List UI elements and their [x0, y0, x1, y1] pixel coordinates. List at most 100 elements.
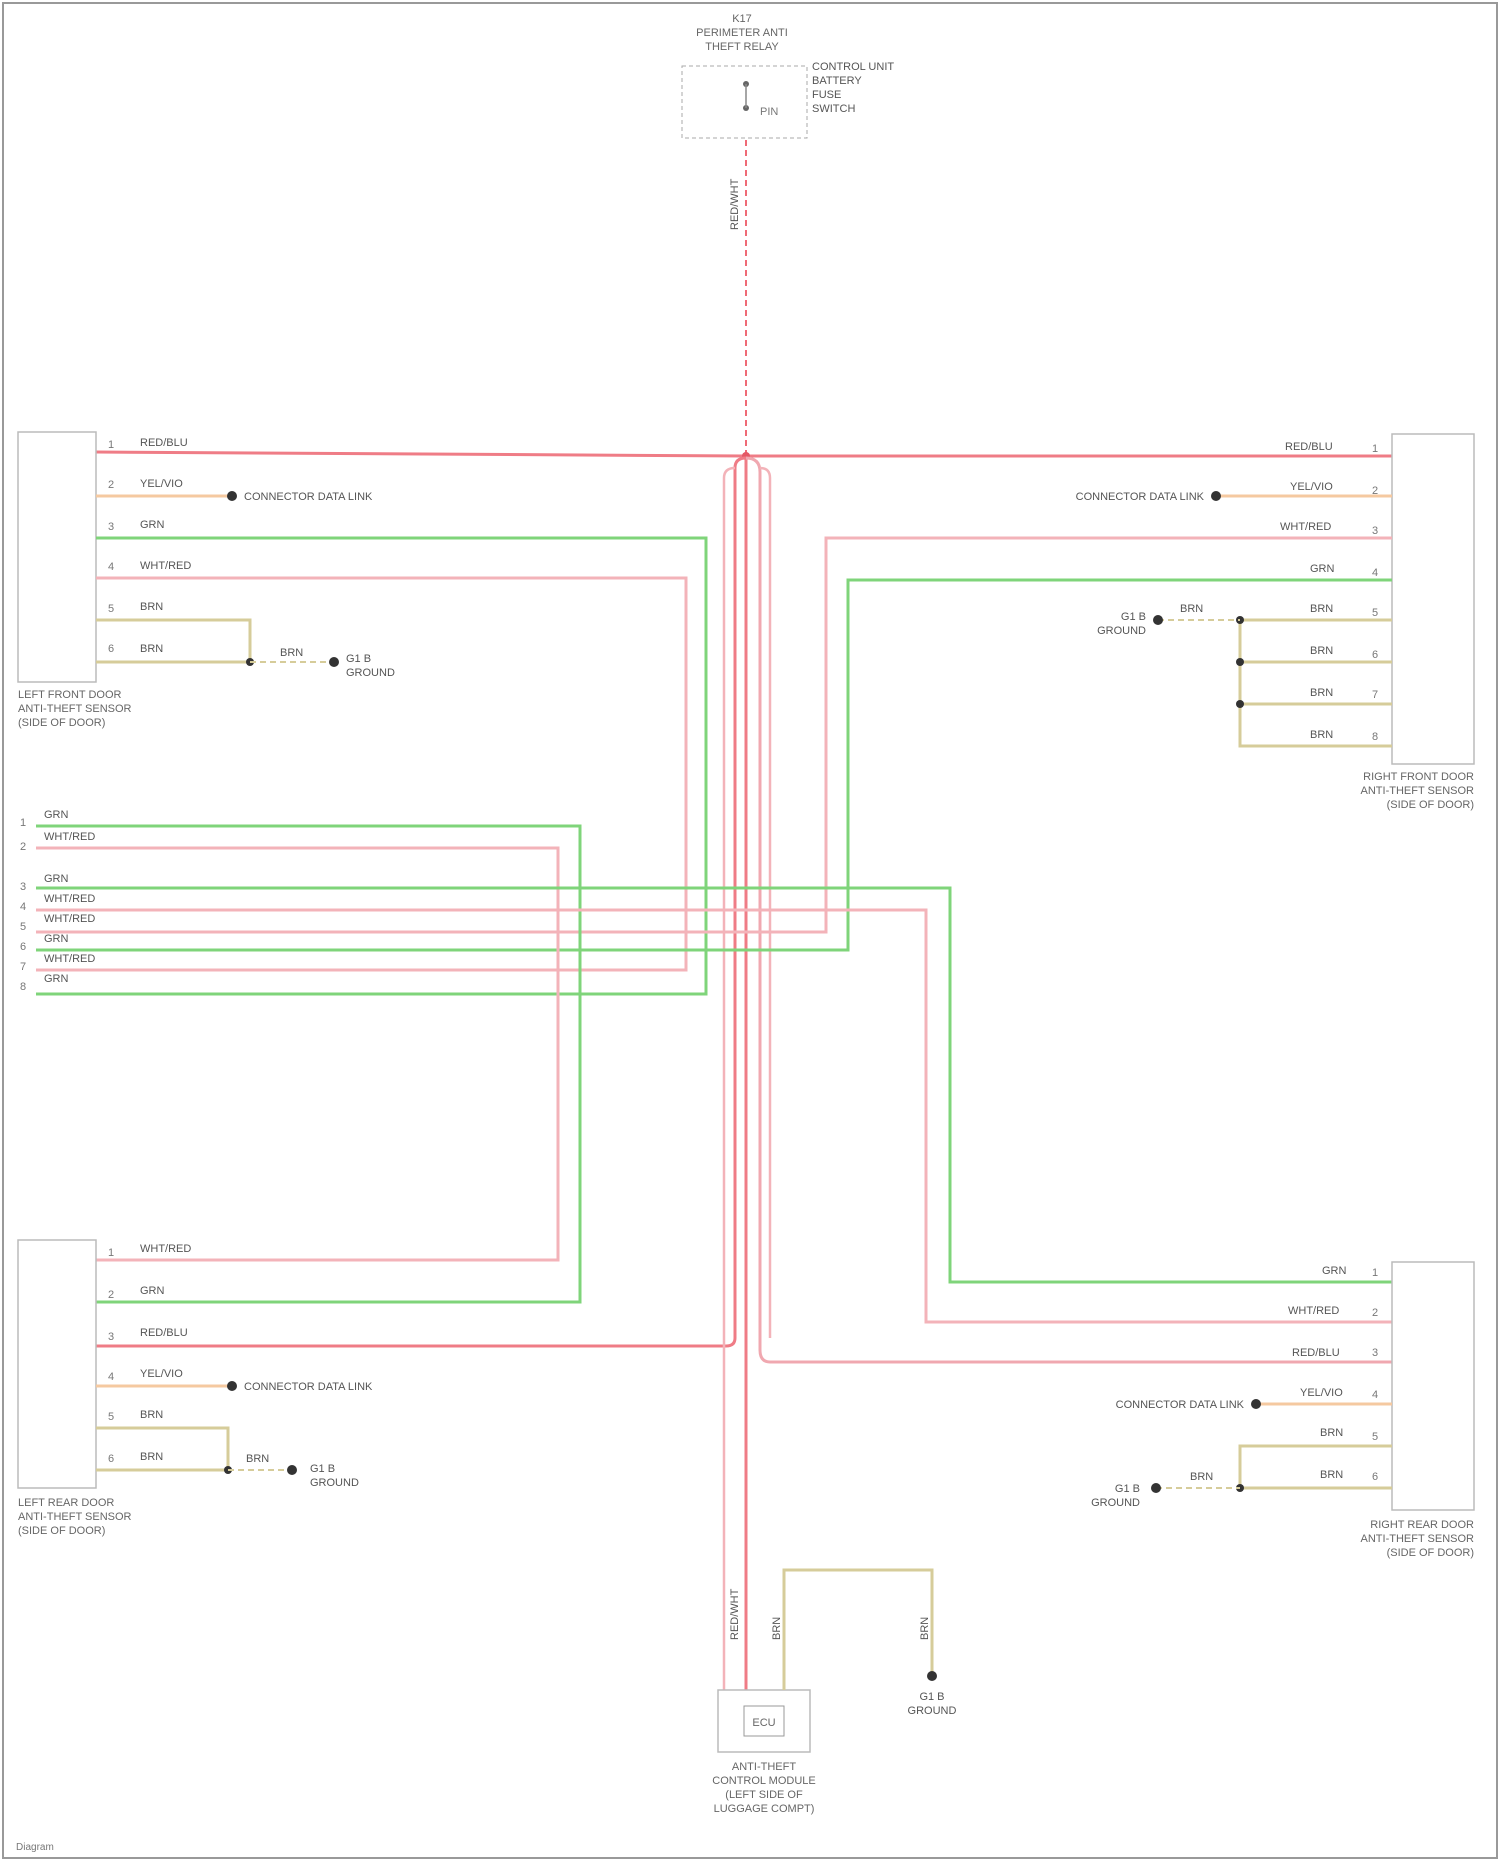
rf-pin-4: 4: [1372, 567, 1378, 579]
bottom-wire-red: RED/WHT: [729, 1588, 741, 1640]
lf-ground-1: G1 B: [346, 653, 371, 665]
rf-datalink-dot: [1211, 491, 1221, 501]
lr-wire-5-line: [96, 1428, 228, 1470]
lr-ground-1: G1 B: [310, 1463, 335, 1475]
lr-ground-dot: [287, 1465, 297, 1475]
rr-wire-1: GRN: [1322, 1265, 1347, 1277]
connector-pin-7: 7: [20, 961, 26, 973]
lr-pin-5: 5: [108, 1411, 114, 1423]
rf-splice-2: [1236, 658, 1244, 666]
rf-ground-2: GROUND: [1097, 625, 1146, 637]
lr-wire-1: WHT/RED: [140, 1243, 191, 1255]
bottom-caption-3: (LEFT SIDE OF: [725, 1789, 803, 1801]
rf-pin-8: 8: [1372, 731, 1378, 743]
rf-wire-3: WHT/RED: [1280, 521, 1331, 533]
rr-wire-2: WHT/RED: [1288, 1305, 1339, 1317]
module-right-front: 1 2 3 4 5 6 7 8 RED/BLU YEL/VIO CONNECTO…: [36, 434, 1474, 950]
rr-caption-3: (SIDE OF DOOR): [1387, 1547, 1474, 1559]
lf-pin-5: 5: [108, 603, 114, 615]
lr-wire-5: BRN: [140, 1409, 163, 1421]
lf-datalink-label: CONNECTOR DATA LINK: [244, 491, 373, 503]
connector-pin-1: 1: [20, 817, 26, 829]
lr-pin-1: 1: [108, 1247, 114, 1259]
rf-pin-5: 5: [1372, 607, 1378, 619]
connector-wire-1-line: [36, 826, 580, 1302]
rr-pins: 1 2 3 4 5 6: [1372, 1267, 1378, 1483]
rf-pin-6: 6: [1372, 649, 1378, 661]
rf-module-box: [1392, 434, 1474, 764]
rf-wire-6: BRN: [1310, 645, 1333, 657]
bottom-module-label: ECU: [752, 1717, 775, 1729]
bottom-wire-brn-2: BRN: [919, 1617, 931, 1640]
rf-datalink-label: CONNECTOR DATA LINK: [1076, 491, 1205, 503]
lf-wire-5-line: [96, 620, 250, 662]
rf-ground-wire: BRN: [1180, 603, 1203, 615]
lf-pin-4: 4: [108, 561, 114, 573]
connector-pin-6: 6: [20, 941, 26, 953]
rf-pin-1: 1: [1372, 443, 1378, 455]
bottom-caption-1: ANTI-THEFT: [732, 1761, 796, 1773]
module-left-rear: 1 2 3 4 5 6 WHT/RED GRN RED/BLU YEL/VIO …: [18, 1240, 373, 1537]
rr-datalink-label: CONNECTOR DATA LINK: [1116, 1399, 1245, 1411]
lr-pin-2: 2: [108, 1289, 114, 1301]
relay-title-2: PERIMETER ANTI: [696, 27, 788, 39]
bottom-ground-2: GROUND: [908, 1705, 957, 1717]
lf-wire-1: RED/BLU: [140, 437, 188, 449]
rr-pin-6: 6: [1372, 1471, 1378, 1483]
rf-wire-5-line: [1240, 620, 1392, 746]
lr-wire-2: GRN: [140, 1285, 165, 1297]
rf-wire-8: BRN: [1310, 729, 1333, 741]
rr-pin-5: 5: [1372, 1431, 1378, 1443]
rf-wire-7: BRN: [1310, 687, 1333, 699]
bus-trunk-1: [735, 458, 746, 1690]
lr-caption-1: LEFT REAR DOOR: [18, 1497, 114, 1509]
bottom-ground-dot: [927, 1671, 937, 1681]
rf-pins: 1 2 3 4 5 6 7 8: [1372, 443, 1378, 743]
lf-module-box: [18, 432, 96, 682]
rf-wire-1: RED/BLU: [1285, 441, 1333, 453]
rr-caption-2: ANTI-THEFT SENSOR: [1361, 1533, 1475, 1545]
rr-pin-4: 4: [1372, 1389, 1378, 1401]
rf-caption-1: RIGHT FRONT DOOR: [1363, 771, 1474, 783]
rf-caption-2: ANTI-THEFT SENSOR: [1361, 785, 1475, 797]
rr-ground-dot: [1151, 1483, 1161, 1493]
lf-pin-2: 2: [108, 479, 114, 491]
rf-wire-5: BRN: [1310, 603, 1333, 615]
rf-wire-4-line: [36, 580, 1392, 950]
rr-wire-3: RED/BLU: [1292, 1347, 1340, 1359]
rr-datalink-dot: [1251, 1399, 1261, 1409]
lr-module-box: [18, 1240, 96, 1488]
bottom-caption-2: CONTROL MODULE: [712, 1775, 816, 1787]
rf-caption-3: (SIDE OF DOOR): [1387, 799, 1474, 811]
rf-wire-2: YEL/VIO: [1290, 481, 1333, 493]
connector-wire-4: WHT/RED: [44, 893, 95, 905]
connector-wire-2: WHT/RED: [44, 831, 95, 843]
connector-wire-1: GRN: [44, 809, 69, 821]
rr-module-box: [1392, 1262, 1474, 1510]
rr-wire-5-line: [1240, 1446, 1392, 1488]
lf-wire-4: WHT/RED: [140, 560, 191, 572]
footer-reference: Diagram: [16, 1842, 54, 1853]
relay-box: [682, 66, 807, 138]
lf-wire-3-line: [36, 538, 706, 994]
rf-ground-1: G1 B: [1121, 611, 1146, 623]
relay-note-3: FUSE: [812, 89, 841, 101]
connector-wire-3: GRN: [44, 873, 69, 885]
relay-note-2: BATTERY: [812, 75, 862, 87]
rr-pin-3: 3: [1372, 1347, 1378, 1359]
lf-pin-3: 3: [108, 521, 114, 533]
connector-wire-8: GRN: [44, 973, 69, 985]
rr-ground-wire: BRN: [1190, 1471, 1213, 1483]
lf-wire-6: BRN: [140, 643, 163, 655]
relay-pin-label: PIN: [760, 106, 778, 118]
lf-wire-2: YEL/VIO: [140, 478, 183, 490]
rr-ground-1: G1 B: [1115, 1483, 1140, 1495]
connector-pins: 1 2 3 4 5 6 7 8: [20, 817, 26, 993]
rf-splice-3: [1236, 700, 1244, 708]
lr-wire-3: RED/BLU: [140, 1327, 188, 1339]
lr-ground-wire: BRN: [246, 1453, 269, 1465]
bus-trunk-4: [724, 468, 735, 1690]
lf-pins: 1 2 3 4 5 6: [108, 439, 114, 655]
lr-caption-3: (SIDE OF DOOR): [18, 1525, 105, 1537]
